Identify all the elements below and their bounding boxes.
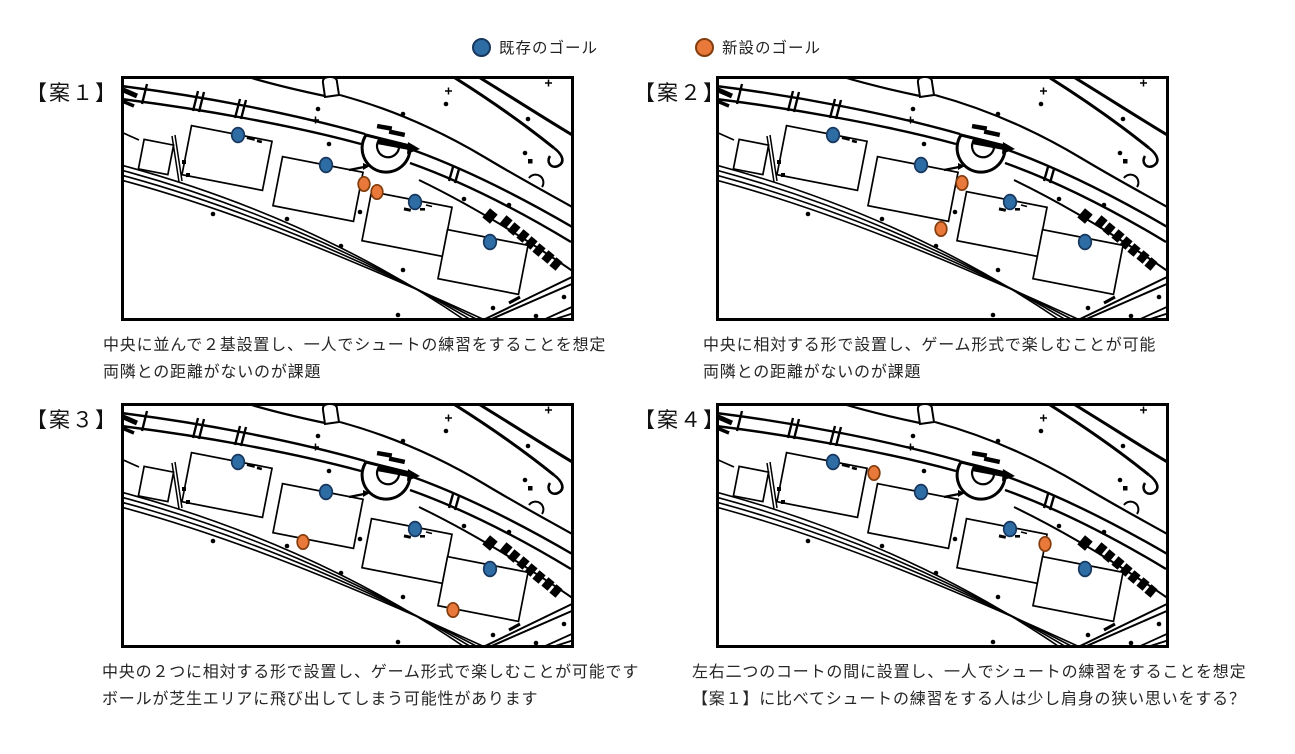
panel-title-plan1: 【案１】	[26, 82, 118, 105]
caption-plan4: 左右二つのコートの間に設置し、一人でシュートの練習をすることを想定 【案１】に比…	[692, 659, 1246, 713]
legend-item-new-goal: 新設のゴール	[695, 36, 821, 58]
existing-goal-dot	[825, 126, 841, 144]
existing-goal-dot	[1002, 520, 1018, 538]
caption-line: 両隣との距離がないのが課題	[103, 364, 322, 381]
site-plan-map-1	[121, 76, 574, 321]
panel-title-plan3: 【案３】	[26, 409, 118, 432]
existing-goal-dot	[230, 126, 246, 144]
existing-goal-dot	[407, 520, 423, 538]
caption-plan2: 中央に相対する形で設置し、ゲーム形式で楽しむことが可能 両隣との距離がないのが課…	[703, 332, 1156, 386]
panel-title-plan2: 【案２】	[634, 82, 726, 105]
existing-goal-dot	[825, 453, 841, 471]
existing-goal-marker-icon	[472, 37, 491, 57]
caption-line: 中央に相対する形で設置し、ゲーム形式で楽しむことが可能	[703, 337, 1157, 354]
caption-plan3: 中央の２つに相対する形で設置し、ゲーム形式で楽しむことが可能です ボールが芝生エ…	[102, 659, 639, 713]
existing-goal-dot	[482, 233, 498, 251]
new-goal-dot	[296, 533, 310, 551]
existing-goal-dot	[318, 156, 334, 174]
existing-goal-dot	[407, 193, 423, 211]
caption-line: 中央の２つに相対する形で設置し、ゲーム形式で楽しむことが可能です	[102, 664, 640, 681]
new-goal-marker-icon	[695, 37, 714, 57]
existing-goal-dot	[318, 483, 334, 501]
new-goal-dot	[1038, 535, 1052, 553]
new-goal-dot	[867, 464, 881, 482]
new-goal-dot	[446, 601, 460, 619]
legend-item-existing-goal: 既存のゴール	[472, 36, 598, 58]
caption-line: 左右二つのコートの間に設置し、一人でシュートの練習をすることを想定	[692, 664, 1247, 681]
new-goal-dot	[955, 174, 969, 192]
caption-line: ボールが芝生エリアに飛び出してしまう可能性があります	[102, 691, 539, 708]
legend-label-existing: 既存のゴール	[499, 40, 599, 57]
existing-goal-dot	[230, 453, 246, 471]
site-plan-map-2	[716, 76, 1169, 321]
existing-goal-dot	[1077, 560, 1093, 578]
existing-goal-dot	[482, 560, 498, 578]
new-goal-dot	[357, 175, 371, 193]
caption-line: 中央に並んで２基設置し、一人でシュートの練習をすることを想定	[103, 337, 607, 354]
site-plan-map-3	[121, 403, 574, 648]
legend-label-new: 新設のゴール	[722, 40, 822, 57]
new-goal-dot	[934, 220, 948, 238]
existing-goal-dot	[1077, 233, 1093, 251]
legend: 既存のゴール 新設のゴール	[0, 36, 1295, 58]
panel-title-plan4: 【案４】	[634, 409, 726, 432]
caption-line: 【案１】に比べてシュートの練習をする人は少し肩身の狭い思いをする？	[692, 691, 1246, 708]
site-plan-map-4	[716, 403, 1169, 648]
existing-goal-dot	[913, 156, 929, 174]
new-goal-dot	[370, 183, 384, 201]
caption-plan1: 中央に並んで２基設置し、一人でシュートの練習をすることを想定 両隣との距離がない…	[103, 332, 606, 386]
caption-line: 両隣との距離がないのが課題	[703, 364, 922, 381]
existing-goal-dot	[913, 483, 929, 501]
existing-goal-dot	[1002, 193, 1018, 211]
